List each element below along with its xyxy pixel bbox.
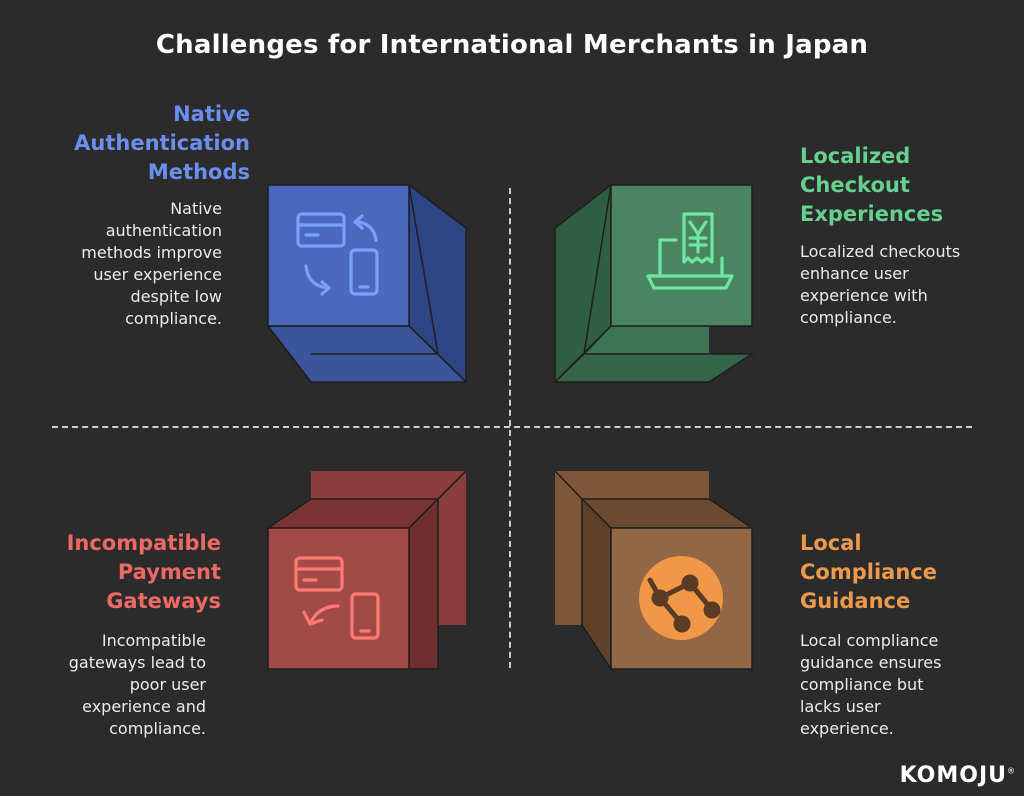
local-compliance-description: Local compliance guidance ensures compli…	[800, 630, 941, 740]
description-line: enhance user	[800, 264, 909, 283]
native-auth-description: Native authentication methods improve us…	[81, 198, 222, 330]
description-line: Localized checkouts	[800, 242, 961, 261]
description-line: experience and	[82, 697, 206, 716]
heading-line: Gateways	[106, 589, 221, 613]
description-line: poor user	[129, 675, 206, 694]
heading-line: Localized	[800, 144, 911, 168]
local-compliance-heading: Local Compliance Guidance	[800, 529, 937, 616]
native-auth-blocks	[266, 183, 468, 384]
incompatible-gateways-heading: Incompatible Payment Gateways	[67, 529, 221, 616]
vertical-divider	[509, 188, 511, 668]
description-line: user experience	[93, 265, 222, 284]
logo-text: KOMOJU	[899, 763, 1007, 788]
heading-line: Incompatible	[66, 531, 221, 555]
heading-line: Methods	[147, 160, 250, 184]
description-line: guidance ensures	[800, 653, 942, 672]
komoju-logo: KOMOJU®	[900, 763, 1016, 788]
registered-mark: ®	[1007, 766, 1016, 776]
page-title: Challenges for International Merchants i…	[155, 30, 869, 60]
network-globe-icon	[639, 556, 723, 640]
description-line: compliance.	[125, 309, 222, 328]
description-line: experience.	[800, 719, 894, 738]
description-line: lacks user	[800, 697, 881, 716]
description-line: compliance but	[800, 675, 924, 694]
yen-receipt-laptop-icon	[646, 212, 734, 290]
heading-line: Local	[800, 531, 862, 555]
heading-line: Authentication	[74, 131, 250, 155]
localized-checkout-description: Localized checkouts enhance user experie…	[800, 241, 960, 329]
description-line: Native	[170, 199, 222, 218]
description-line: methods improve	[81, 243, 222, 262]
heading-line: Checkout	[800, 173, 910, 197]
heading-line: Payment	[117, 560, 221, 584]
incompatible-gateways-description: Incompatible gateways lead to poor user …	[69, 630, 206, 740]
description-line: compliance.	[800, 308, 897, 327]
description-line: compliance.	[109, 719, 206, 738]
heading-line: Compliance	[800, 560, 937, 584]
description-line: despite low	[130, 287, 222, 306]
card-phone-swap-icon	[296, 212, 379, 296]
localized-checkout-heading: Localized Checkout Experiences	[800, 142, 943, 229]
description-line: Incompatible	[101, 631, 206, 650]
description-line: gateways lead to	[68, 653, 206, 672]
description-line: authentication	[105, 221, 222, 240]
description-line: experience with	[800, 286, 928, 305]
incompatible-gateways-blocks	[265, 470, 467, 670]
native-auth-heading: Native Authentication Methods	[74, 100, 250, 187]
description-line: Local compliance	[800, 631, 939, 650]
horizontal-divider	[52, 426, 972, 428]
heading-line: Guidance	[800, 589, 911, 613]
card-phone-transfer-icon	[294, 556, 380, 640]
heading-line: Experiences	[800, 202, 944, 226]
heading-line: Native	[173, 102, 250, 126]
